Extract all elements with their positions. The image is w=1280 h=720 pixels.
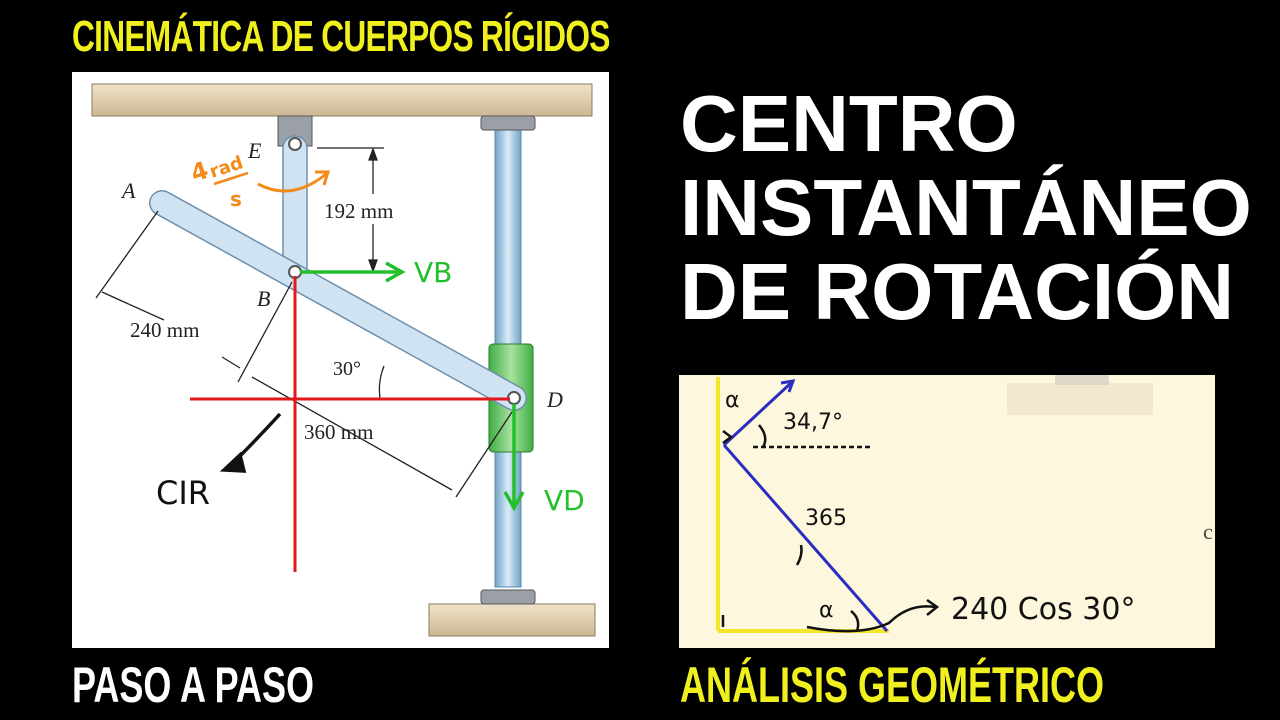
label-e: E	[247, 138, 262, 163]
velocity-b-arrow	[300, 261, 406, 283]
rod-cap-top	[480, 115, 536, 131]
dim-240-label: 240 mm	[130, 318, 199, 342]
top-support	[91, 83, 593, 117]
geometry-sketch: c α 34,7° 365 α 240 Cos 30°	[679, 375, 1215, 648]
label-b: B	[257, 286, 270, 311]
svg-text:rad: rad	[207, 152, 246, 182]
title-line-1: CENTRO	[680, 79, 1018, 168]
faint-support	[1007, 383, 1153, 415]
length-label: 365	[805, 506, 847, 531]
faint-mark: c	[1203, 519, 1213, 544]
cir-label: CIR	[156, 474, 210, 512]
mechanism-diagram: 192 mm 240 mm 360 mm 30° A B D E VB	[72, 72, 609, 648]
mechanism-svg: 192 mm 240 mm 360 mm 30° A B D E VB	[91, 83, 596, 637]
link-eb	[282, 135, 308, 279]
dim-360-label: 360 mm	[304, 420, 373, 444]
svg-text:s: s	[230, 187, 242, 211]
angle-value-label: 34,7°	[783, 410, 843, 435]
vb-label: VB	[414, 256, 452, 289]
sketch-svg: c α 34,7° 365 α 240 Cos 30°	[716, 375, 1213, 633]
angle-label: 30°	[333, 358, 361, 380]
series-title: CINEMÁTICA DE CUERPOS RÍGIDOS	[72, 12, 610, 61]
label-a: A	[120, 178, 136, 203]
svg-text:4: 4	[187, 156, 212, 188]
bar-ad	[149, 190, 527, 411]
footer-left-caption: PASO A PASO	[72, 657, 315, 713]
label-d: D	[546, 387, 563, 412]
pin-e	[288, 137, 302, 151]
vd-label: VD	[544, 484, 585, 517]
alpha-bottom-label: α	[819, 598, 834, 623]
footer-right-caption: ANÁLISIS GEOMÉTRICO	[680, 657, 1105, 713]
rod-cap-bottom	[480, 589, 536, 605]
video-title: CENTRO INSTANTÁNEO DE ROTACIÓN	[680, 82, 1252, 334]
instant-center-lines	[190, 276, 510, 572]
title-line-3: DE ROTACIÓN	[680, 247, 1235, 336]
dim-240-line	[95, 210, 513, 498]
cos-label: 240 Cos 30°	[951, 592, 1135, 627]
hypotenuse	[722, 379, 889, 632]
handwriting	[721, 424, 940, 633]
cir-pointer	[219, 412, 282, 473]
faint-cap	[1055, 375, 1109, 385]
angle-arc	[378, 365, 385, 399]
dim-192-label: 192 mm	[324, 199, 393, 223]
bottom-support	[428, 603, 596, 637]
title-line-2: INSTANTÁNEO	[680, 163, 1252, 252]
velocity-d-arrow	[503, 404, 525, 512]
alpha-top-label: α	[725, 388, 740, 413]
